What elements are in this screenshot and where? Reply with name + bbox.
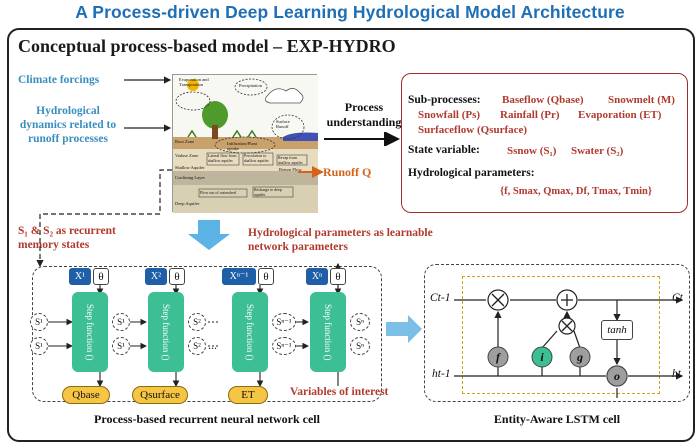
- down-arrow-icon: [188, 220, 230, 250]
- prnn-panel: [32, 266, 382, 402]
- gate-o-label: o: [614, 369, 620, 383]
- deep-aquifer-label: Deep Aquifer: [175, 201, 200, 206]
- subprocess-baseflow: Baseflow (Qbase): [502, 94, 584, 106]
- surface-runoff-label: Surface Runoff: [276, 119, 290, 129]
- gate-f: [487, 346, 509, 368]
- tree-icon: [202, 101, 228, 129]
- step-function-label: Step function (): [85, 303, 95, 361]
- c-out-label: Ct: [672, 292, 683, 304]
- h-in-label: ht-1: [432, 368, 451, 380]
- output-qbase: Qbase: [62, 386, 110, 404]
- state-s2-tn-1: Sⁿ⁻¹: [272, 337, 296, 355]
- precipitation-label: Precipitation: [239, 83, 262, 88]
- initial-state-s1: S¹: [30, 313, 48, 331]
- state-s2-tn: Sⁿ: [350, 337, 370, 355]
- process-summary-box: [401, 73, 688, 213]
- step-function-label: Step function (): [323, 303, 333, 361]
- recharge-label: Recharge to deep aquifer: [254, 187, 282, 197]
- cloud-icon: [265, 88, 304, 104]
- flow-out-label: Flow out of watershed: [200, 190, 236, 195]
- sun-icon: [187, 79, 199, 91]
- theta-3: θ: [258, 268, 274, 285]
- input-x2: X²: [145, 268, 167, 285]
- lstm-connections: [454, 289, 684, 398]
- gate-i: [531, 346, 553, 368]
- state-s1-tn: Sⁿ: [350, 313, 370, 331]
- theta-4: θ: [330, 268, 346, 285]
- memory-connector: [36, 169, 172, 268]
- model-subtitle: Conceptual process-based model – EXP-HYD…: [18, 36, 396, 56]
- output-et: ET: [228, 386, 268, 404]
- outer-frame: [7, 28, 695, 442]
- learnable-params-annotation: Hydrological parameters as learnable net…: [248, 227, 433, 253]
- lstm-core: [462, 276, 660, 394]
- lstm-caption: Entity-Aware LSTM cell: [493, 412, 621, 426]
- state-variable-heading: State variable:: [408, 144, 480, 156]
- lstm-panel: [424, 264, 690, 402]
- ellipsis-dots: ...: [208, 338, 217, 352]
- gate-f-label: f: [496, 350, 500, 364]
- revap-label: Revap from shallow aquifer: [278, 155, 303, 165]
- parameters-heading: Hydrological parameters:: [408, 167, 535, 179]
- step-function-label: Step function (): [161, 303, 171, 361]
- subprocess-snowmelt: Snowmelt (M): [608, 94, 675, 106]
- state-s1-tn-1: Sⁿ⁻¹: [272, 313, 296, 331]
- runoff-label: Runoff Q: [323, 165, 372, 179]
- step-function-cell-1: Step function (): [72, 292, 108, 372]
- return-flow-label: Return Flow: [279, 167, 302, 172]
- step-function-cell-4: Step function (): [310, 292, 346, 372]
- state-s2-t2: S²: [188, 337, 206, 355]
- theta-1: θ: [93, 268, 109, 285]
- prnn-caption: Process-based recurrent neural network c…: [94, 412, 320, 426]
- input-xn-1: Xⁿ⁻¹: [222, 268, 256, 285]
- state-var-ssnow: Ssnow (S₁): [507, 145, 557, 157]
- climate-forcings-label: Climate forcings: [18, 74, 100, 86]
- output-qsurface: Qsurface: [132, 386, 188, 404]
- forcing-arrows: [124, 76, 172, 132]
- gate-g: [569, 346, 591, 368]
- right-arrow-icon: [386, 315, 422, 343]
- watershed-drawing: [173, 75, 318, 213]
- subprocess-snowfall: Snowfall (Ps): [418, 109, 481, 121]
- dynamics-label: Hydrological dynamics related to runoff …: [19, 105, 117, 145]
- gate-o: [606, 365, 628, 387]
- input-x1: X¹: [69, 268, 91, 285]
- subprocesses-heading: Sub-processes:: [408, 94, 481, 106]
- root-zone-label: Root Zone: [175, 139, 195, 144]
- process-understanding-label: Process understanding: [326, 100, 402, 129]
- evaporation-label: Evaporation and Transpiration: [179, 77, 209, 87]
- figure-title: A Process-driven Deep Learning Hydrologi…: [75, 2, 625, 22]
- runoff-arrow: [298, 166, 324, 178]
- step-function-cell-2: Step function (): [148, 292, 184, 372]
- confining-layer-label: Confining Layer: [175, 175, 205, 180]
- infiltration-label: Infiltration/Plant uptake: [227, 141, 257, 151]
- hydrology-illustration: Evaporation and Transpiration Precipitat…: [172, 74, 318, 213]
- vadose-zone-label: Vadose Zone: [175, 153, 199, 158]
- memory-states-annotation: S₁ & S₂ as recurrent memory states: [18, 225, 116, 251]
- state-s2-t1: S¹: [112, 337, 130, 355]
- gate-g-label: g: [577, 350, 583, 364]
- state-s1-t1: S¹: [112, 313, 130, 331]
- theta-2: θ: [169, 268, 185, 285]
- variables-of-interest-annotation: Variables of interest: [290, 386, 389, 398]
- tanh-box: tanh: [601, 320, 633, 340]
- parameters-list: {f, Smax, Qmax, Df, Tmax, Tmin}: [500, 186, 652, 197]
- state-s1-t2: S²: [188, 313, 206, 331]
- gate-i-label: i: [540, 350, 544, 364]
- subprocess-surfaceflow: Surfaceflow (Qsurface): [418, 124, 528, 136]
- c-in-label: Ct-1: [430, 292, 451, 304]
- process-arrow: [324, 132, 400, 146]
- step-function-label: Step function (): [245, 303, 255, 361]
- subprocess-evaporation: Evaporation (ET): [578, 109, 662, 121]
- initial-state-s2: S¹: [30, 337, 48, 355]
- percolation-label: Percolation to shallow aquifer: [244, 153, 269, 163]
- state-var-swater: Swater (S₂): [571, 145, 624, 157]
- h-out-label: ht: [672, 368, 681, 380]
- shallow-aquifer-label: Shallow Aquifer: [175, 165, 205, 170]
- subprocess-rainfall: Rainfall (Pr): [500, 109, 560, 121]
- input-xn: Xⁿ: [306, 268, 328, 285]
- step-function-cell-3: Step function (): [232, 292, 268, 372]
- lateral-flow-label: Lateral flow from shallow aquifer: [208, 153, 237, 163]
